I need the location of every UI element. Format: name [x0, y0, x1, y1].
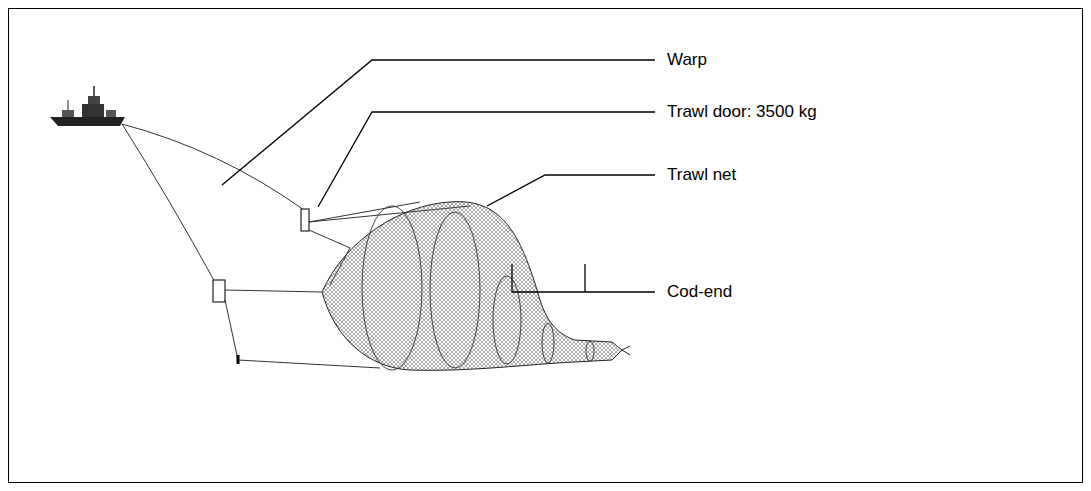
trawl-net — [322, 202, 622, 371]
trawl-door — [301, 209, 309, 231]
warp-lines — [122, 124, 304, 284]
ship — [50, 86, 125, 126]
net-rings — [362, 206, 594, 370]
part-label: Cod-end — [665, 282, 734, 302]
part-label: Trawl door: 3500 kg — [665, 102, 819, 122]
leader-lines — [222, 60, 655, 292]
frame — [9, 9, 1083, 483]
weight — [237, 355, 240, 364]
part-label: Trawl net — [665, 165, 738, 185]
cod-end-tie — [622, 346, 630, 355]
part-label: Warp — [665, 50, 709, 70]
trawl-door — [213, 280, 225, 302]
